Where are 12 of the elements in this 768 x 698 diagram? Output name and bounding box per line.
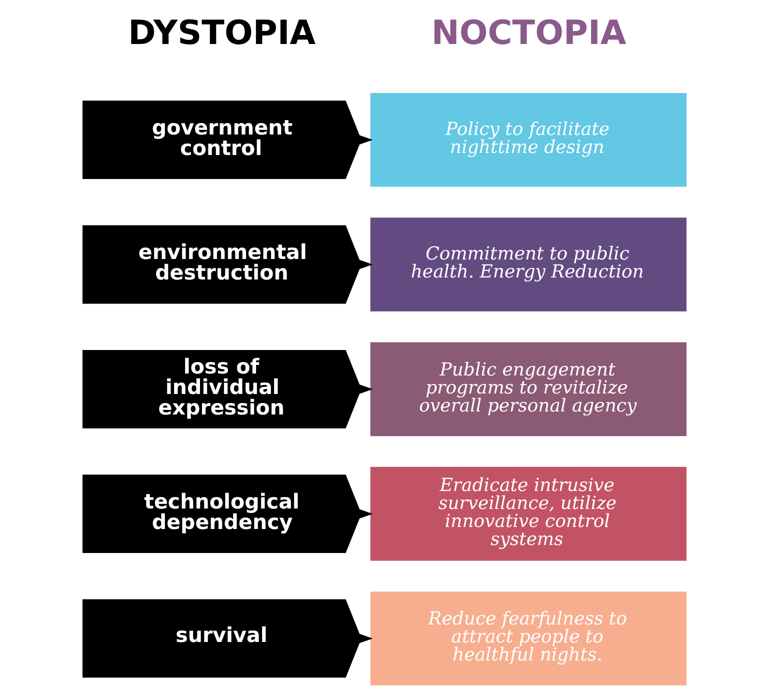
label: DYSTOPIA <box>128 12 316 52</box>
arrow <box>356 384 372 395</box>
node-box: Eradicate intrusive surveillance, utilize innovative control systems <box>370 466 686 561</box>
node-box: Policy to facilitate nighttime design <box>370 92 686 187</box>
arrow <box>356 134 372 146</box>
node-box: Commitment to public health. Energy Reduction <box>370 218 686 312</box>
node-box: Reduce fearfulness to attract people to healthful nights. <box>370 592 686 686</box>
label: NOCTOPIA <box>430 12 626 52</box>
arrow <box>356 259 372 270</box>
arrow <box>356 633 372 644</box>
arrow <box>356 508 372 520</box>
node-box: Public engagement programs to revitalize overall personal agency <box>370 342 686 436</box>
